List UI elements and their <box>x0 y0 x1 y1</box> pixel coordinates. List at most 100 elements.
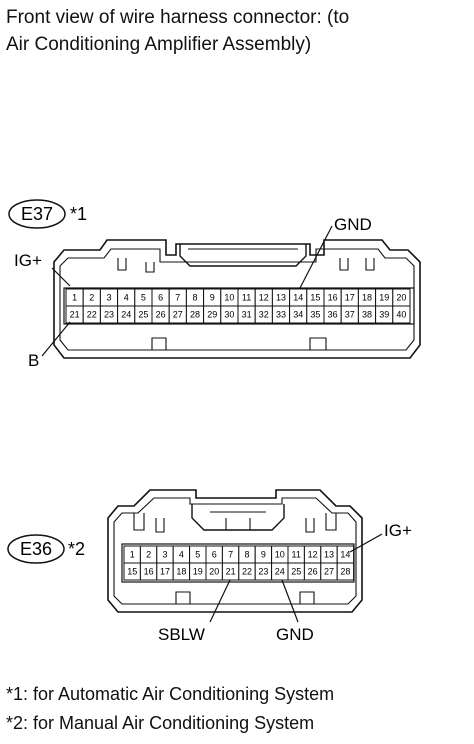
e36-notch-2 <box>155 518 165 533</box>
e37-pin-number: 26 <box>156 310 166 320</box>
e37-note-ref: *1 <box>70 204 87 224</box>
e37-pin-number: 31 <box>242 310 252 320</box>
e36-label-sblw: SBLW <box>158 625 205 644</box>
e37-notch-right <box>339 258 349 271</box>
footnotes: *1: for Automatic Air Conditioning Syste… <box>6 680 472 738</box>
e36-pin-number: 27 <box>324 567 334 577</box>
e36-leader-gnd <box>281 579 299 623</box>
e37-pin-number: 2 <box>89 293 94 303</box>
e36-bottom-tab-right <box>299 591 315 604</box>
e37-latch <box>179 244 307 267</box>
e37-housing-outline <box>53 239 421 359</box>
e36-pin-number: 3 <box>162 550 167 560</box>
e36-pin-number: 12 <box>308 550 318 560</box>
e37-pin-block <box>63 287 415 325</box>
e36-pin-cell <box>336 562 355 581</box>
e37-pin-number: 38 <box>362 310 372 320</box>
e36-pin-number: 5 <box>195 550 200 560</box>
e37-housing-inner <box>59 248 415 351</box>
e37-pin-number: 5 <box>141 293 146 303</box>
e37-pin-number: 19 <box>379 293 389 303</box>
e36-pin-number: 23 <box>258 567 268 577</box>
e37-bottom-tab-left <box>151 337 167 350</box>
e36-pin-number: 10 <box>275 550 285 560</box>
e36-pin-number: 11 <box>292 550 301 560</box>
e36-latch <box>191 504 285 531</box>
e37-leader-gnd <box>299 225 333 289</box>
e37-pin-number: 11 <box>242 293 251 303</box>
e37-pin-number: 20 <box>396 293 406 303</box>
e37-pin-number: 10 <box>224 293 234 303</box>
e37-pin-number: 33 <box>276 310 286 320</box>
e37-label-gnd: GND <box>334 215 372 234</box>
e37-pin-number: 39 <box>379 310 389 320</box>
e37-pin-number: 1 <box>72 293 77 303</box>
e37-pin-number: 22 <box>87 310 97 320</box>
e37-pin-number: 34 <box>293 310 303 320</box>
e37-notch-mid <box>145 262 155 273</box>
e36-pin-number: 25 <box>291 567 301 577</box>
e36-label-ig: IG+ <box>384 521 412 540</box>
e37-notch-far-right <box>365 258 375 271</box>
e36-pin-number: 8 <box>244 550 249 560</box>
e37-pin-number: 40 <box>396 310 406 320</box>
title-line-1: Front view of wire harness connector: (t… <box>6 7 350 28</box>
e37-leader-ig <box>51 267 71 287</box>
e36-pin-number: 28 <box>340 567 350 577</box>
e36-bottom-tab-left <box>175 591 191 604</box>
e37-pin-number: 37 <box>345 310 355 320</box>
e37-pin-number: 16 <box>328 293 338 303</box>
e37-pin-number: 24 <box>121 310 131 320</box>
e36-leader-ig <box>349 533 383 553</box>
e36-pin-number: 19 <box>193 567 203 577</box>
e37-pin-number: 8 <box>192 293 197 303</box>
e37-pin-number: 35 <box>310 310 320 320</box>
e37-label-b: B <box>28 351 39 370</box>
e36-label-gnd: GND <box>276 625 314 644</box>
e37-pin-number: 6 <box>158 293 163 303</box>
e36-code: E36 <box>20 539 52 559</box>
e36-pin-number: 18 <box>176 567 186 577</box>
e36-housing-inner <box>113 497 357 605</box>
e37-pin-number: 9 <box>210 293 215 303</box>
e37-notch-left <box>117 258 127 271</box>
e36-pin-number: 21 <box>226 567 236 577</box>
footnote-1: *1: for Automatic Air Conditioning Syste… <box>6 684 335 704</box>
e37-pin-number: 21 <box>70 310 80 320</box>
e37-code-tag: E37 *1 <box>8 199 87 229</box>
e37-pin-number: 17 <box>345 293 355 303</box>
e37-pin-number: 14 <box>293 293 303 303</box>
e36-pin-number: 24 <box>275 567 285 577</box>
e36-leader-sblw <box>209 579 231 623</box>
e37-pin-number: 3 <box>106 293 111 303</box>
title-line-2: Air Conditioning Amplifier Assembly) <box>6 34 312 55</box>
e36-pin-number: 26 <box>308 567 318 577</box>
e36-pin-number: 17 <box>160 567 170 577</box>
e37-pin-number: 25 <box>138 310 148 320</box>
e36-pin-number: 22 <box>242 567 252 577</box>
e37-pin-cell <box>392 305 411 324</box>
diagram-title: Front view of wire harness connector: (t… <box>6 4 466 58</box>
e37-pin-number: 12 <box>259 293 269 303</box>
e36-housing-outline <box>107 489 363 613</box>
e36-pin-number: 6 <box>212 550 217 560</box>
e36-pin-number: 9 <box>261 550 266 560</box>
e36-pin-number: 4 <box>179 550 184 560</box>
e36-notch-3 <box>305 518 315 533</box>
e36-pin-number: 14 <box>340 550 350 560</box>
e37-leader-b <box>41 321 71 357</box>
e37-pin-number: 15 <box>310 293 320 303</box>
e37-pin-number: 18 <box>362 293 372 303</box>
e36-pin-number: 13 <box>324 550 334 560</box>
e37-pin-number: 30 <box>224 310 234 320</box>
e36-pin-number: 7 <box>228 550 233 560</box>
e36-code-tag: E36 *2 <box>7 534 85 564</box>
e37-pin-number: 29 <box>207 310 217 320</box>
e36-notch-5 <box>225 518 251 531</box>
e36-notch-1 <box>133 513 145 531</box>
e37-pin-number: 23 <box>104 310 114 320</box>
e37-pin-number: 13 <box>276 293 286 303</box>
